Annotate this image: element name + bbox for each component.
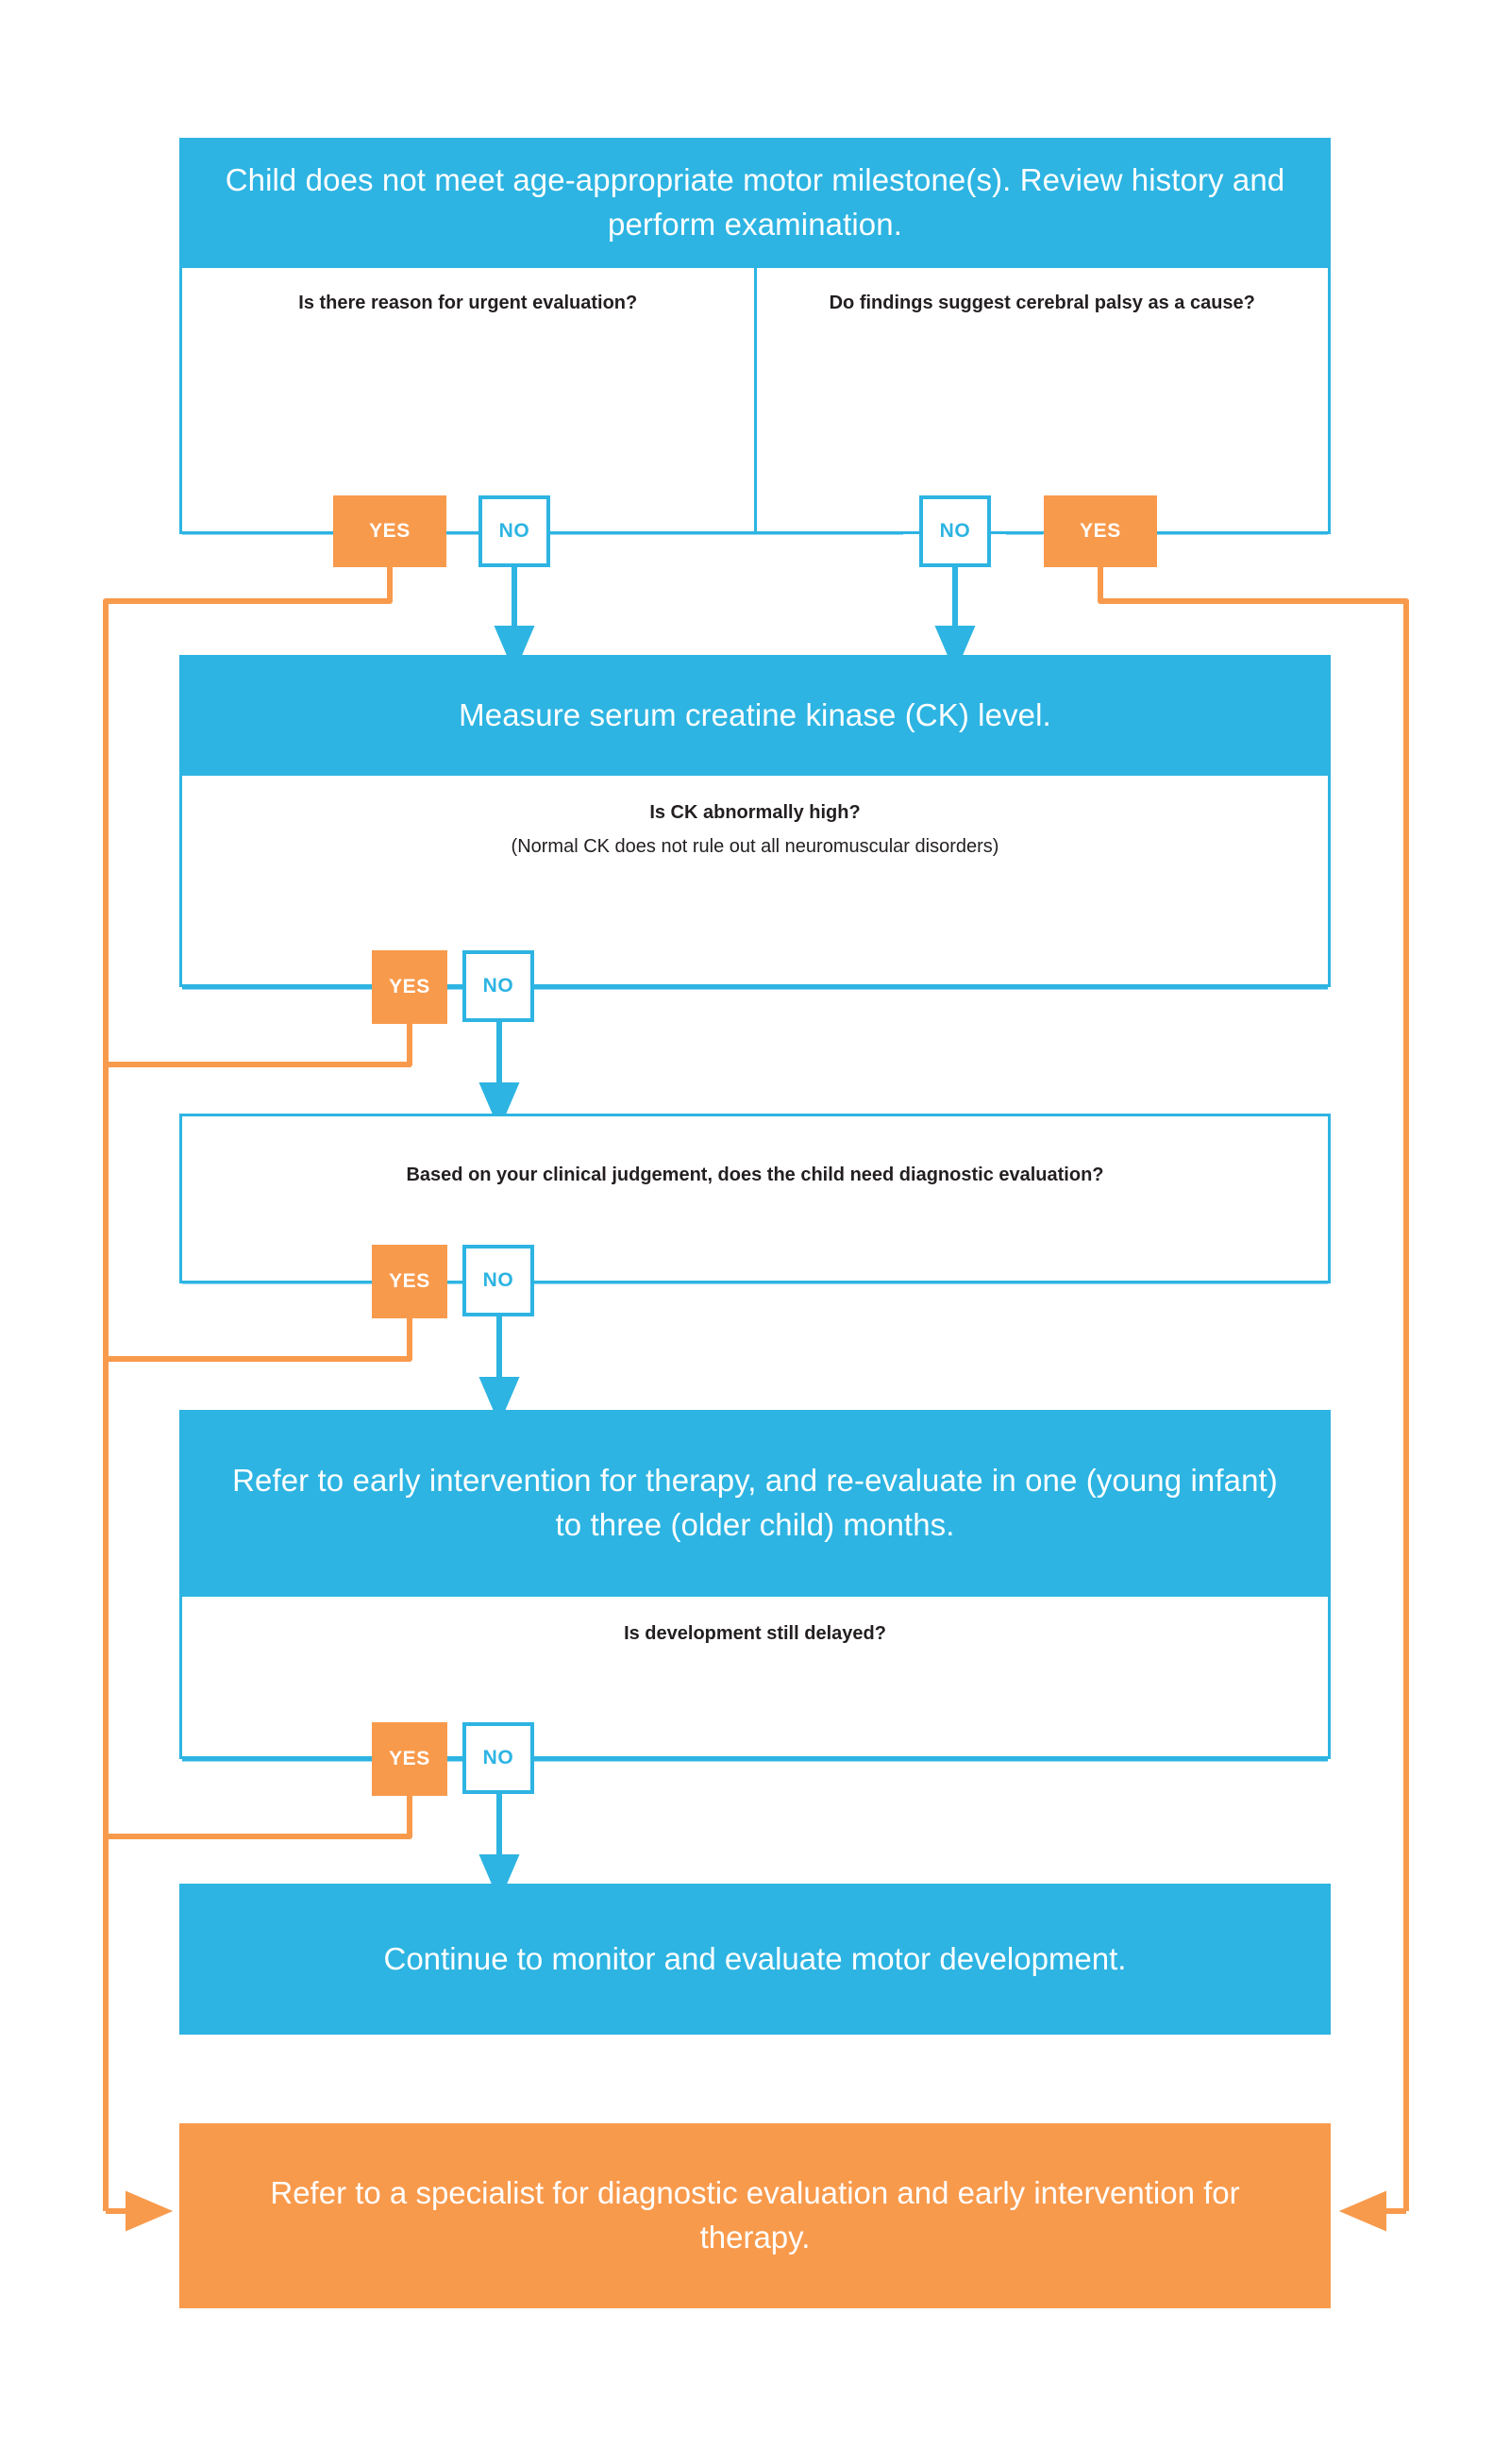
node-refer-early: Refer to early intervention for therapy,… — [179, 1410, 1331, 1759]
chip-urgent-yes-label: YES — [369, 520, 411, 542]
ck-question-note: (Normal CK does not rule out all neuromu… — [511, 835, 999, 857]
start-question-right-cell: Do findings suggest cerebral palsy as a … — [757, 268, 1329, 531]
chip-judgement-yes-label: YES — [389, 1270, 430, 1292]
chip-ck-no[interactable]: NO — [462, 950, 534, 1022]
node-ck: Measure serum creatine kinase (CK) level… — [179, 655, 1331, 987]
chip-refer-early-no-label: NO — [482, 1747, 514, 1768]
chip-ck-yes-label: YES — [389, 976, 430, 997]
refer-early-question-body: Is development still delayed? — [179, 1597, 1331, 1759]
chip-refer-early-yes-label: YES — [389, 1748, 430, 1769]
start-question-divider — [753, 268, 757, 531]
chip-cp-no[interactable]: NO — [919, 495, 991, 567]
monitor-text: Continue to monitor and evaluate motor d… — [383, 1940, 1127, 1976]
refer-early-question-text: Is development still delayed? — [624, 1623, 886, 1644]
start-question-left-text: Is there reason for urgent evaluation? — [298, 293, 638, 313]
judgement-question-text: Based on your clinical judgement, does t… — [406, 1165, 1104, 1186]
chip-urgent-no[interactable]: NO — [478, 495, 550, 567]
chip-urgent-no-label: NO — [498, 520, 530, 542]
ck-question-text: Is CK abnormally high? — [649, 802, 861, 823]
wire-judgement-yes-to-spine — [106, 1318, 412, 1362]
chip-refer-early-yes[interactable]: YES — [372, 1722, 447, 1796]
start-question-left-cell: Is there reason for urgent evaluation? — [182, 268, 754, 531]
wire-refer-yes-to-spine — [106, 1796, 412, 1839]
chip-ck-no-label: NO — [482, 975, 514, 997]
chip-judgement-no[interactable]: NO — [462, 1245, 534, 1316]
chip-ck-yes[interactable]: YES — [372, 950, 447, 1024]
start-question-row: Is there reason for urgent evaluation? D… — [179, 268, 1331, 534]
chip-cp-no-label: NO — [939, 520, 971, 542]
ck-header-text: Measure serum creatine kinase (CK) level… — [179, 655, 1331, 776]
start-header-text: Child does not meet age-appropriate moto… — [179, 138, 1331, 268]
chip-cp-yes-label: YES — [1080, 520, 1121, 542]
chip-cp-yes[interactable]: YES — [1044, 495, 1157, 567]
chip-judgement-yes[interactable]: YES — [372, 1245, 447, 1318]
node-monitor: Continue to monitor and evaluate motor d… — [179, 1884, 1331, 2035]
node-specialist: Refer to a specialist for diagnostic eva… — [179, 2123, 1331, 2308]
specialist-text: Refer to a specialist for diagnostic eva… — [270, 2175, 1240, 2254]
ck-question-body: Is CK abnormally high? (Normal CK does n… — [179, 776, 1331, 987]
chip-judgement-no-label: NO — [482, 1269, 514, 1291]
node-start: Child does not meet age-appropriate moto… — [179, 138, 1331, 268]
judgement-question-body: Based on your clinical judgement, does t… — [179, 1114, 1331, 1283]
chip-urgent-yes[interactable]: YES — [333, 495, 446, 567]
refer-early-header-text: Refer to early intervention for therapy,… — [179, 1410, 1331, 1597]
wire-ck-yes-to-spine — [106, 1024, 412, 1067]
node-judgement: Based on your clinical judgement, does t… — [179, 1114, 1331, 1283]
chip-refer-early-no[interactable]: NO — [462, 1722, 534, 1794]
start-question-right-text: Do findings suggest cerebral palsy as a … — [829, 293, 1255, 313]
